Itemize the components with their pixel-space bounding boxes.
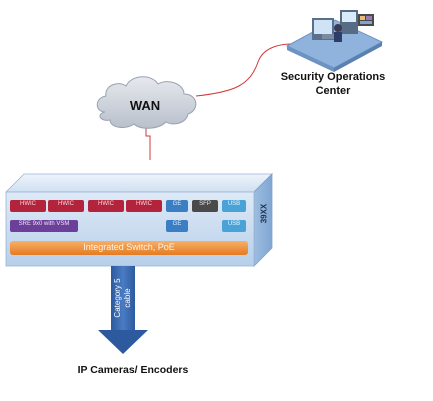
hwic-module-3 [88, 200, 124, 212]
sfp-module [192, 200, 218, 212]
hwic-modules [10, 200, 162, 212]
cable-label-line2: cable [123, 288, 132, 308]
soc-label: Security Operations Center [268, 70, 398, 98]
switch-bar [10, 241, 248, 255]
sfp-label: SFP [199, 201, 211, 207]
soc-label-line2: Center [315, 85, 351, 97]
wan-router-link [145, 127, 151, 160]
hwic-module-1 [10, 200, 46, 212]
ge-label-top: GE [172, 201, 182, 207]
hwic-label-4: HWIC [136, 201, 152, 207]
wan-label: WAN [129, 98, 161, 113]
usb-module-bottom [222, 220, 246, 232]
soc-label-line1: Security Operations [280, 71, 386, 83]
wan-soc-link [195, 43, 313, 97]
sre-module [10, 220, 78, 232]
cable-label-line1: Category 5 [113, 278, 122, 318]
usb-module-top [222, 200, 246, 212]
sre-label: SRE 9x0 with VSM [18, 221, 70, 227]
hwic-label-3: HWIC [98, 201, 114, 207]
cable-label: Category 5 cable [113, 266, 137, 330]
hwic-label-2: HWIC [58, 201, 74, 207]
usb-label-top: USB [227, 201, 241, 207]
hwic-label-1: HWIC [20, 201, 36, 207]
wan-cloud [96, 76, 197, 129]
switch-bar-label: Integrated Switch, PoE [83, 242, 175, 252]
soc-icon [285, 10, 384, 72]
ge-label-bottom: GE [172, 221, 182, 227]
ge-module-bottom [166, 220, 188, 232]
hwic-module-2 [48, 200, 84, 212]
ge-module-top [166, 200, 188, 212]
endpoints-label: IP Cameras/ Encoders [77, 364, 189, 376]
router-model-label: 39XX [259, 203, 269, 224]
cable-arrow [98, 266, 148, 354]
hwic-module-4 [126, 200, 162, 212]
usb-label-bottom: USB [227, 221, 241, 227]
